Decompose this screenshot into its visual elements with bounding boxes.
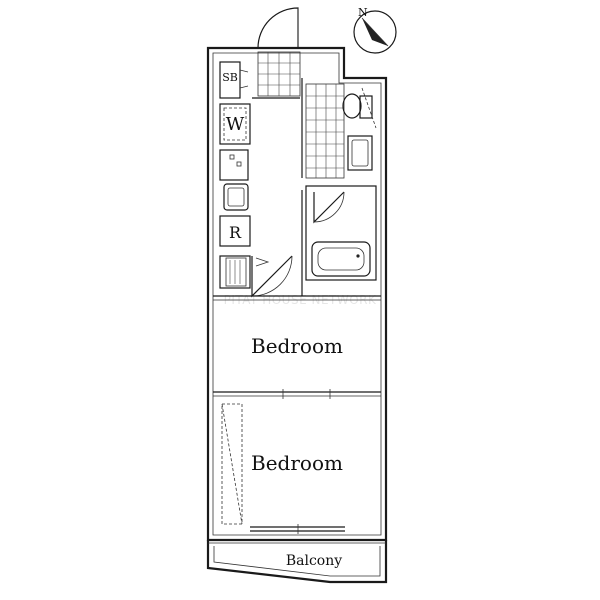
refrigerator-label: R — [229, 223, 242, 242]
bedroom-lower-label: Bedroom — [251, 451, 343, 475]
bedroom-partitions — [213, 295, 381, 399]
washbasin-icon — [347, 135, 373, 171]
washroom-tiles — [305, 83, 345, 179]
washer-label: W — [226, 114, 245, 135]
balcony-area — [206, 540, 388, 584]
door-swing-icon — [313, 191, 345, 224]
compass-north-label: N — [358, 6, 368, 19]
bathroom — [305, 185, 377, 281]
toilet-icon — [342, 87, 377, 129]
compass-icon: N — [353, 6, 397, 54]
bathtub-icon — [356, 254, 360, 258]
fixture-column — [219, 61, 251, 289]
bedroom-upper-label: Bedroom — [251, 334, 343, 358]
entrance-door-icon — [257, 7, 299, 49]
balcony-label: Balcony — [286, 553, 342, 569]
entry-tiles — [257, 51, 301, 97]
closet — [221, 403, 243, 525]
shoe-box-label: SB — [222, 71, 238, 84]
corridor-walls — [252, 78, 303, 296]
sink-icon — [225, 257, 247, 287]
balcony-door — [250, 524, 345, 534]
stove-icon — [229, 154, 242, 167]
bedroom-door-swing-icon — [251, 255, 293, 298]
